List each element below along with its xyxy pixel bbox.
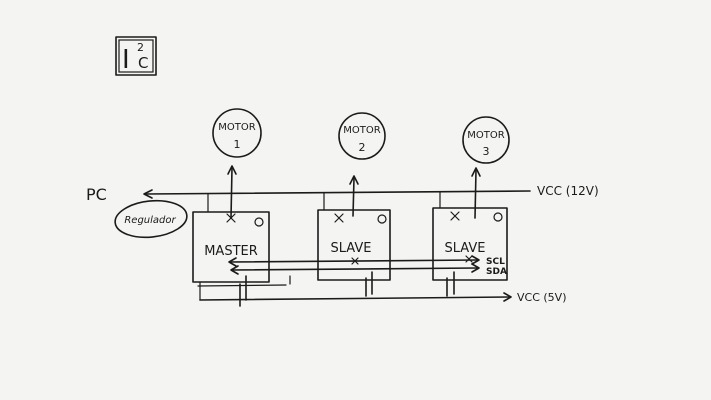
regulator-label: Regulador: [124, 215, 176, 226]
motor-3-label: MOTOR: [467, 130, 504, 141]
board-master-led: [254, 217, 264, 227]
title-superscript: 2: [137, 41, 144, 54]
board-master-label: MASTER: [204, 244, 258, 259]
board-slave-1-outline: [317, 209, 391, 281]
scl-junction-slave-2: [465, 255, 473, 263]
motor-1-number: 1: [234, 138, 241, 151]
board-slave-2-outline: [432, 207, 508, 281]
title-main: I: [122, 45, 130, 75]
scl-junction-slave-1: [351, 257, 359, 265]
regulator-ellipse: [114, 199, 188, 239]
board-slave-1: SLAVE: [317, 209, 391, 281]
motor-1-label: MOTOR: [218, 122, 255, 133]
motor-3-arrow-line: [474, 169, 477, 219]
motor-3-arrow-head: [471, 167, 481, 177]
vcc-5v-bus: VCC (5V): [197, 271, 567, 307]
title-i2c: I 2 C: [115, 36, 157, 76]
motor-1: MOTOR 1: [212, 108, 262, 158]
board-master-outline: [192, 211, 270, 283]
motor-2-circle: [338, 112, 386, 160]
title-box-outer: [115, 36, 157, 76]
vcc-5v-arrow-head: [503, 292, 512, 302]
master-bottom-rail: [197, 284, 287, 287]
motor-2-arrow-head: [349, 175, 359, 185]
motor-2-number: 2: [359, 141, 366, 154]
sda-line: [231, 267, 479, 271]
board-master-motor-pin: [226, 213, 236, 223]
board-slave-2-label: SLAVE: [445, 241, 486, 256]
sda-label: SDA: [486, 267, 507, 277]
vcc-12v-label: VCC (12V): [537, 184, 599, 198]
vcc-12v-bus: PC VCC (12V): [86, 184, 599, 213]
sda-arrow-left: [230, 265, 239, 275]
board-slave-1-led: [377, 214, 387, 224]
motor-3-circle: [462, 116, 510, 164]
sda-arrow-right: [471, 263, 480, 273]
scl-label: SCL: [486, 257, 505, 267]
title-box-inner: [118, 39, 154, 73]
scl-arrow-left: [228, 257, 237, 267]
vcc-12v-line: [145, 190, 531, 195]
pc-arrow-head: [143, 189, 153, 199]
motor-3: MOTOR 3: [462, 116, 510, 164]
regulator: Regulador: [114, 199, 188, 239]
motor-1-circle: [212, 108, 262, 158]
scl-line: [229, 259, 479, 263]
board-master: MASTER: [192, 211, 270, 283]
board-slave-1-label: SLAVE: [331, 241, 372, 256]
pc-label: PC: [86, 185, 107, 204]
title-subscript: C: [138, 54, 148, 72]
board-slave-2-motor-pin: [450, 211, 460, 221]
vcc-5v-line: [199, 296, 511, 301]
board-slave-2-led: [493, 212, 503, 222]
motor-3-number: 3: [483, 145, 490, 158]
motor-2: MOTOR 2: [338, 112, 386, 160]
board-slave-2: SLAVE: [432, 207, 508, 281]
motor-2-label: MOTOR: [343, 125, 380, 136]
motor-1-arrow-head: [227, 165, 237, 175]
i2c-bus: SCL SDA: [228, 255, 507, 277]
board-slave-1-motor-pin: [334, 213, 344, 223]
scl-arrow-right: [471, 255, 480, 265]
vcc-5v-label: VCC (5V): [517, 291, 567, 304]
